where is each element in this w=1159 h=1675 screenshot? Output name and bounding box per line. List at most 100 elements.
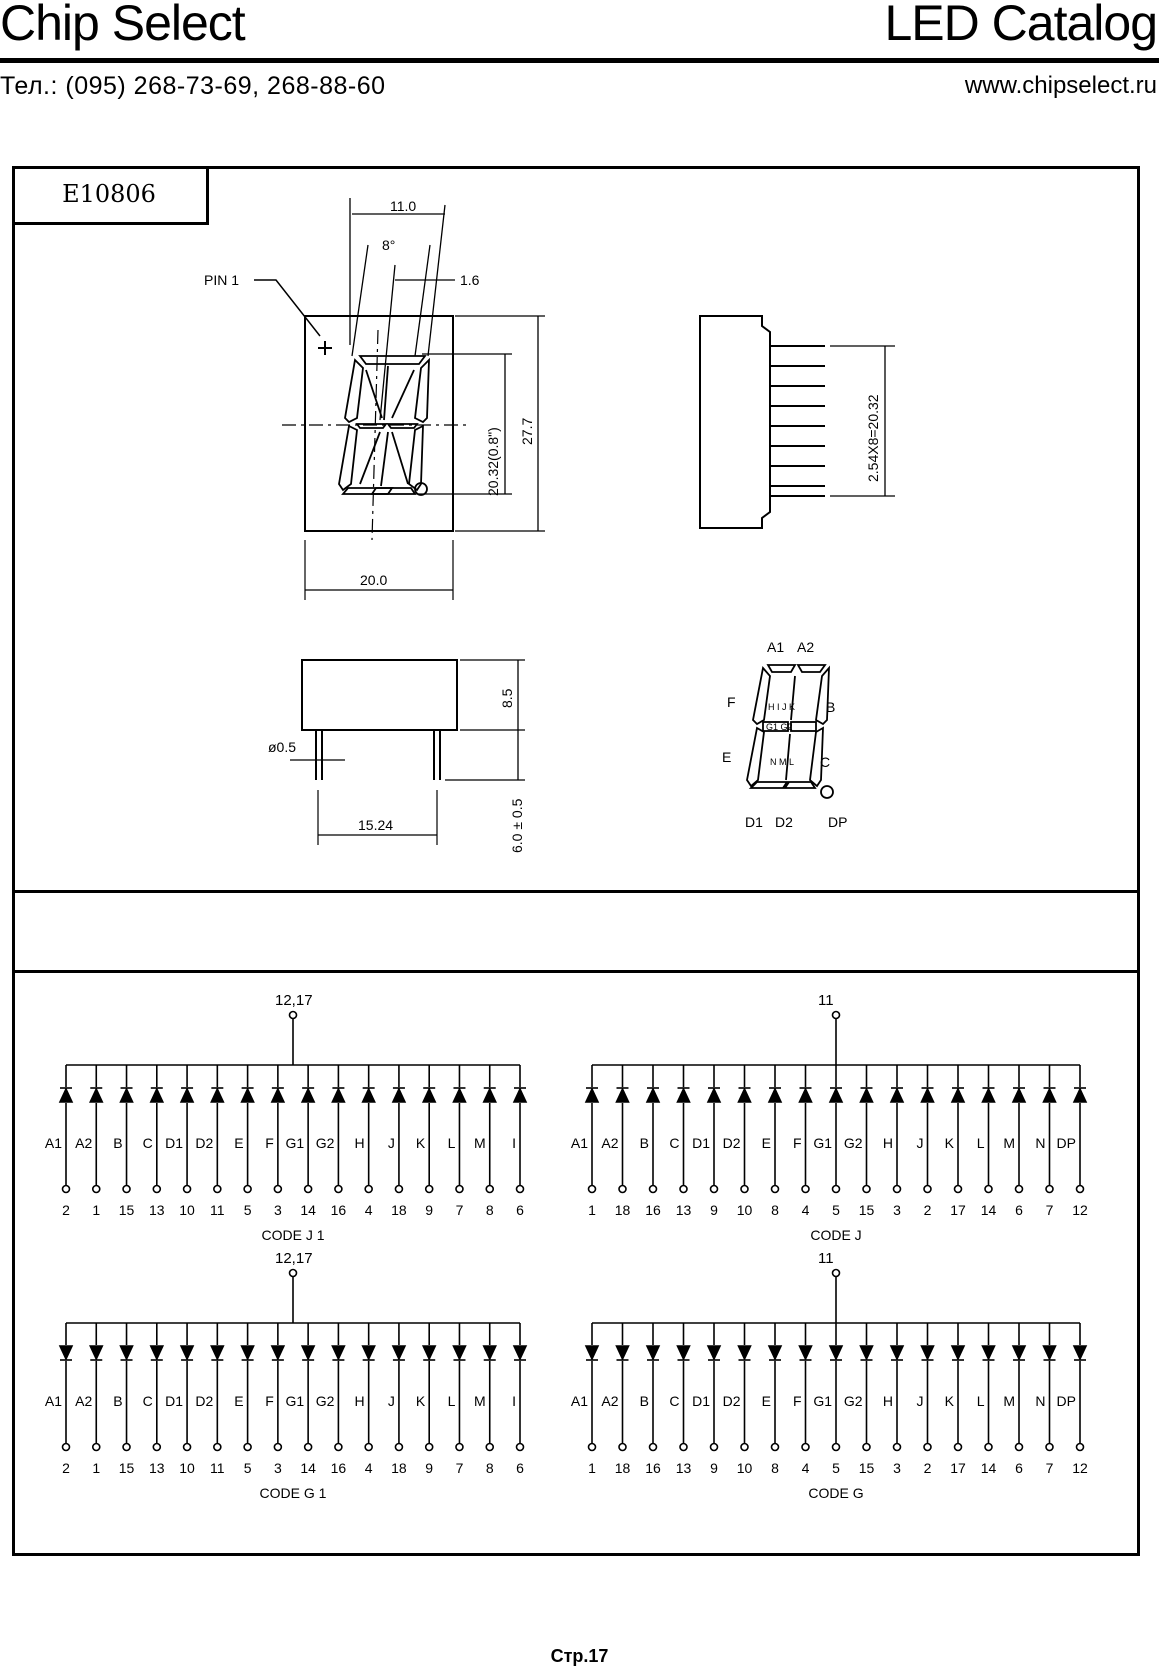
seg-label-b: B (826, 699, 835, 715)
pin-number: 5 (244, 1202, 252, 1218)
segment-label: J (917, 1135, 924, 1151)
pin-terminal (152, 1184, 162, 1194)
led-diode (391, 1087, 407, 1103)
pin-terminal (182, 1442, 192, 1452)
pin-terminal (424, 1442, 434, 1452)
header-website[interactable]: www.chipselect.ru (964, 72, 1157, 99)
pin-number: 1 (588, 1202, 596, 1218)
led-diode (1011, 1345, 1027, 1361)
pin-terminal (213, 1442, 222, 1452)
pin-number: 10 (179, 1202, 195, 1218)
circuit-code-label: CODE G 1 (260, 1485, 327, 1501)
led-diode (361, 1087, 376, 1103)
led-diode (859, 1087, 874, 1103)
segment-label: F (793, 1135, 802, 1151)
led-diode (179, 1087, 195, 1103)
common-pin-terminal (288, 1268, 298, 1278)
pin-terminal (394, 1442, 404, 1452)
led-diode (706, 1345, 722, 1361)
segment-label: B (113, 1393, 122, 1409)
pin-number: 8 (486, 1202, 494, 1218)
pin-number: 17 (950, 1202, 966, 1218)
pin-terminal (334, 1184, 343, 1194)
seg-label-mid: G1 G2 (766, 722, 793, 732)
pin-number: 1 (92, 1460, 100, 1476)
segment-label: D2 (723, 1135, 741, 1151)
pin-number: 2 (62, 1460, 70, 1476)
pin-number: 15 (859, 1202, 875, 1218)
led-diode (421, 1087, 437, 1103)
circuit-2: 12,17A12A21B15C13D110D211E5F3G114G216H4J… (45, 1250, 528, 1501)
pin-terminal (953, 1442, 963, 1452)
led-diode (452, 1087, 467, 1103)
led-diode (584, 1345, 600, 1361)
pin1-label: PIN 1 (204, 272, 239, 288)
segment-label: B (640, 1393, 649, 1409)
seg-label-e: E (722, 749, 731, 765)
segment-label: G2 (316, 1393, 335, 1409)
led-diode (584, 1087, 600, 1103)
led-diode (89, 1345, 104, 1361)
led-diode (981, 1087, 996, 1103)
led-diode (512, 1345, 528, 1361)
pin-number: 9 (710, 1460, 718, 1476)
pin-terminal (1014, 1184, 1024, 1194)
pin-terminal (984, 1442, 993, 1452)
pin-terminal (679, 1184, 688, 1194)
led-diode (240, 1087, 255, 1103)
dim-digit-height-label: 20.32(0.8") (485, 427, 501, 496)
pin-terminal (892, 1442, 902, 1452)
common-pin-terminal (288, 1010, 298, 1020)
dim-pin-dia-label: ø0.5 (268, 739, 296, 755)
led-diode (331, 1345, 346, 1361)
segment-label: M (474, 1393, 486, 1409)
seg-label-d2: D2 (775, 814, 793, 830)
pin-number: 5 (244, 1460, 252, 1476)
segment-label: H (883, 1135, 893, 1151)
pin-terminal (515, 1442, 525, 1452)
pin-terminal (303, 1442, 313, 1452)
led-diode (452, 1345, 467, 1361)
pin-terminal (984, 1184, 993, 1194)
led-diode (950, 1087, 966, 1103)
segment-label: C (669, 1393, 679, 1409)
segment-label: G2 (316, 1135, 335, 1151)
pin-number: 6 (1015, 1460, 1023, 1476)
header-catalog-title: LED Catalog (884, 0, 1158, 51)
segment-label: E (762, 1393, 771, 1409)
pin-terminal (122, 1184, 131, 1194)
led-diode (270, 1087, 286, 1103)
pin-terminal (618, 1184, 627, 1194)
pin-number: 4 (365, 1460, 373, 1476)
pin-number: 3 (893, 1460, 901, 1476)
pin-terminal (122, 1442, 131, 1452)
led-diode (58, 1345, 74, 1361)
pin-terminal (273, 1442, 283, 1452)
pin-number: 5 (832, 1460, 840, 1476)
pin-number: 14 (300, 1460, 316, 1476)
pin-number: 7 (456, 1202, 464, 1218)
led-diode (615, 1087, 630, 1103)
segment-label: F (265, 1135, 274, 1151)
common-pin-terminal (831, 1010, 841, 1020)
dim-width-label: 11.0 (390, 198, 416, 214)
pin-number: 8 (771, 1202, 779, 1218)
mechanical-drawing: 11.0 8° 1.6 PIN 1 20.32(0.8") 27.7 20.0 … (204, 198, 895, 853)
segment-label: L (977, 1135, 985, 1151)
circuit-code-label: CODE J (810, 1227, 861, 1243)
led-diode (89, 1087, 104, 1103)
led-diode (767, 1087, 783, 1103)
side-view-body (699, 315, 771, 529)
pin-terminal (862, 1184, 871, 1194)
led-diode (1011, 1087, 1027, 1103)
led-diode (149, 1087, 165, 1103)
led-diode (149, 1345, 165, 1361)
segment-label: A2 (75, 1135, 92, 1151)
side-view-pins (770, 345, 825, 497)
datasheet-frame (12, 166, 1140, 1556)
pin-terminal (273, 1184, 283, 1194)
segment-label: L (448, 1135, 456, 1151)
circuit-code-label: CODE G (808, 1485, 863, 1501)
led-diode (240, 1345, 255, 1361)
pin-terminal (831, 1184, 841, 1194)
